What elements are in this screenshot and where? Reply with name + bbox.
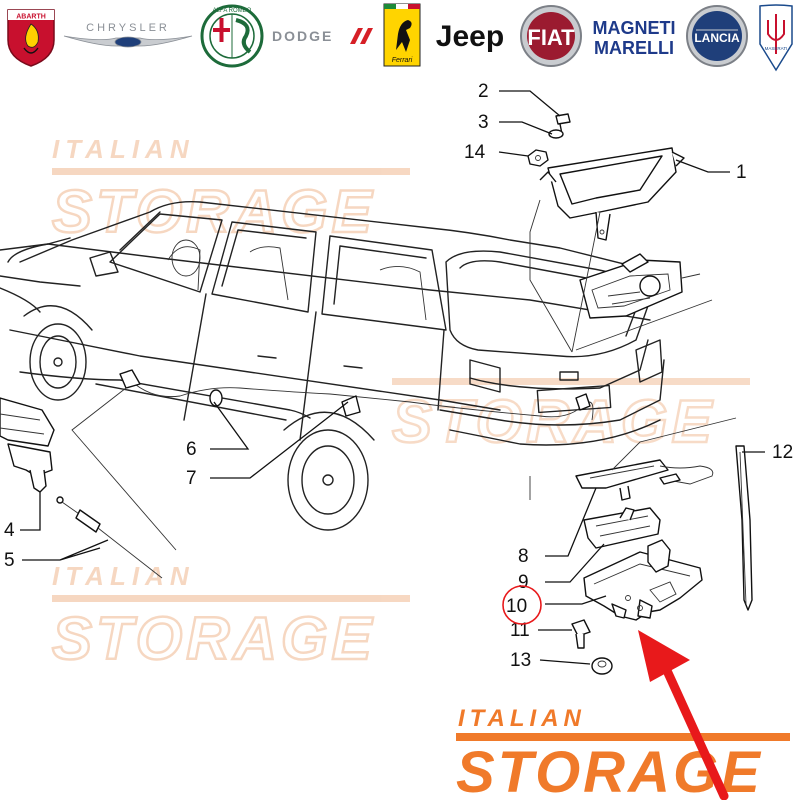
lancia-logo: LANCIA	[686, 5, 748, 67]
watermark-lower-line1: ITALIAN	[52, 561, 195, 591]
arrow-head	[638, 630, 690, 682]
callout-14: 14	[464, 142, 486, 163]
part-14-nut	[527, 149, 549, 167]
watermark-upper-line1: ITALIAN	[52, 134, 195, 164]
part-10-latch	[583, 539, 703, 621]
part-9-bracket	[583, 507, 661, 549]
watermark-solid-line1: ITALIAN	[458, 705, 586, 732]
part-13-nut	[591, 657, 613, 675]
part-8-exterior-handle	[575, 459, 714, 501]
jeep-logo: Jeep	[436, 20, 504, 53]
part-11-bolt	[571, 619, 591, 649]
callout-2: 2	[478, 81, 489, 102]
red-arrow-pointer	[638, 630, 729, 800]
part-5-cable	[56, 496, 163, 579]
callout-13: 13	[510, 650, 531, 671]
watermark-upper: ITALIAN STORAGE	[51, 134, 410, 246]
lancia-label: LANCIA	[694, 31, 740, 45]
alfa-romeo-label: ALFA ROMEO	[213, 8, 252, 14]
dodge-logo: DODGE	[272, 28, 373, 44]
callout-10: 10	[506, 596, 527, 617]
maserati-label: MASERATI	[765, 46, 788, 51]
callout-9: 9	[518, 572, 529, 593]
maserati-logo: MASERATI	[759, 4, 793, 72]
brand-bar: ABARTH CHRYSLER ALFA ROMEO DODGE	[7, 3, 793, 72]
part-12-seal	[735, 445, 753, 611]
callout-5: 5	[4, 550, 15, 571]
magneti-label: MAGNETI	[593, 18, 676, 38]
chrysler-label: CHRYSLER	[86, 22, 170, 34]
marelli-label: MARELLI	[594, 38, 674, 58]
watermark-lower: ITALIAN STORAGE	[51, 561, 410, 673]
fiat-logo: FIAT	[520, 5, 582, 67]
magneti-marelli-logo: MAGNETI MARELLI	[593, 18, 676, 58]
callout-12: 12	[772, 442, 793, 463]
callout-6: 6	[186, 439, 197, 460]
dodge-label: DODGE	[272, 28, 333, 44]
abarth-logo: ABARTH	[7, 9, 55, 67]
fiat-label: FIAT	[527, 25, 575, 50]
callout-3: 3	[478, 112, 489, 133]
watermark-upper-line2: STORAGE	[52, 178, 376, 245]
watermark-solid: ITALIAN STORAGE	[456, 705, 790, 800]
callout-labels: 2 3 14 1 4 5 6 7 8 9 10 11 13 12	[4, 81, 793, 671]
part-1-cover	[539, 147, 685, 241]
callout-11: 11	[510, 620, 530, 641]
watermark-lower-line2: STORAGE	[52, 605, 376, 672]
part-3-washer	[548, 129, 564, 139]
part-4-handle	[0, 397, 55, 493]
jeep-label: Jeep	[436, 20, 504, 53]
tailgate-lock-mechanism	[579, 253, 701, 319]
callout-1: 1	[736, 162, 747, 183]
callout-4: 4	[4, 520, 15, 541]
chrysler-logo: CHRYSLER	[63, 22, 193, 48]
callout-10-highlight-circle	[502, 585, 542, 625]
ferrari-label: Ferrari	[392, 57, 413, 64]
leader-lines	[20, 90, 765, 665]
abarth-label: ABARTH	[16, 14, 46, 21]
alfa-romeo-logo: ALFA ROMEO	[200, 4, 264, 68]
callout-8: 8	[518, 546, 529, 567]
ferrari-logo: Ferrari	[383, 3, 421, 67]
callout-7: 7	[186, 468, 197, 489]
station-wagon-drawing	[0, 201, 665, 531]
